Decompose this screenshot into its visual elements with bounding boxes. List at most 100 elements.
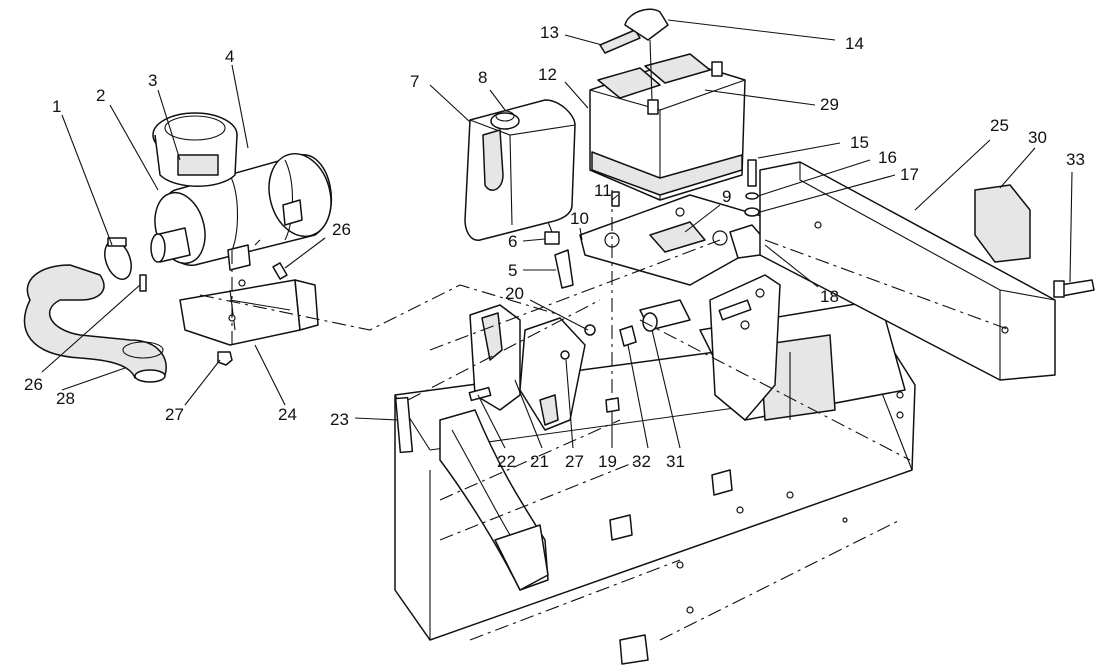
carriage-bolt-15: [747, 159, 757, 187]
frame-tab: [711, 469, 733, 496]
band-tab: [227, 244, 251, 271]
leader-14: [667, 19, 836, 41]
callout-10: 10: [570, 209, 589, 228]
tray-hole: [675, 207, 685, 217]
hose-clamp-6: [544, 231, 560, 245]
battery-tray-label: [649, 221, 706, 253]
callout-26a: 26: [332, 220, 351, 239]
hold-down: [611, 159, 766, 259]
callout-27a: 27: [165, 405, 184, 424]
callout-23: 23: [330, 410, 349, 429]
frame-hole: [842, 517, 848, 523]
mounting-band-2: [284, 159, 294, 241]
hose-body: [23, 264, 167, 379]
intake-hose: [23, 264, 167, 383]
assembly-lines: [199, 239, 1011, 641]
callout-3: 3: [148, 71, 157, 90]
plate-27: [519, 317, 586, 431]
hose-clamp-band: [122, 341, 164, 359]
nut-27b: [560, 350, 570, 360]
callout-6: 6: [508, 232, 517, 251]
leader-26a: [254, 239, 261, 246]
callout-4: 4: [225, 47, 234, 66]
callout-13: 13: [540, 23, 559, 42]
plate-21-slot: [481, 312, 503, 361]
front-weight: [759, 161, 1095, 381]
frame-hole: [786, 491, 794, 499]
fuel-tank: [464, 99, 576, 241]
rod-centerline: [407, 299, 601, 401]
frame-foot: [619, 634, 649, 665]
callout-18: 18: [820, 287, 839, 306]
air-cleaner-outlet-opening: [150, 233, 166, 263]
decal-30: [974, 184, 1031, 263]
tray-hole: [712, 230, 728, 246]
leader-17: [759, 174, 896, 213]
callout-21: 21: [530, 452, 549, 471]
fuel-tank-edge-2: [509, 134, 513, 226]
leader-32: [627, 344, 649, 449]
precleaner-label: [177, 154, 219, 176]
callout-32: 32: [632, 452, 651, 471]
leader-6: [522, 238, 546, 242]
leader-10: [579, 227, 583, 241]
callout-17: 17: [900, 165, 919, 184]
leader-24: [254, 344, 286, 406]
assembly-line-3: [764, 239, 1011, 331]
leader-31: [651, 329, 681, 449]
rod-23: [394, 299, 601, 454]
curved-arm-foot: [494, 524, 549, 591]
leader-30: [999, 147, 1036, 189]
leader-27b: [565, 359, 574, 449]
capscrew-26b: [139, 274, 147, 292]
hose-end: [134, 369, 166, 383]
hose-clamp: [104, 237, 132, 280]
callout-24: 24: [278, 405, 297, 424]
leader-25: [914, 139, 991, 211]
fuel-line: [544, 221, 574, 289]
leader-11: [611, 194, 619, 201]
mount-bracket-line-2: [229, 299, 291, 311]
leader-12: [564, 81, 589, 109]
fuel-line-connector: [547, 221, 553, 233]
leader-33: [1069, 171, 1073, 283]
rod-end: [394, 396, 414, 454]
assembly-line-8: [429, 239, 721, 351]
plate-27-cutout: [539, 394, 559, 426]
leader-27a: [184, 359, 221, 406]
callout-27b: 27: [565, 452, 584, 471]
flat-washer-17: [744, 207, 760, 217]
callout-labels: 1 2 3 4 5 6 7 8 9 10 11 12 13 14 15 16 1…: [24, 23, 1085, 471]
precleaner-top-ring: [164, 115, 226, 141]
callout-20: 20: [505, 284, 524, 303]
callout-2: 2: [96, 86, 105, 105]
callout-31: 31: [666, 452, 685, 471]
fuel-hose: [554, 249, 574, 289]
cable-drop: [649, 39, 653, 101]
callout-15: 15: [850, 133, 869, 152]
callout-11: 11: [594, 181, 612, 200]
leader-18: [764, 244, 819, 288]
upright-hole: [740, 320, 750, 330]
hose-clamp-screw: [107, 237, 127, 247]
leader-9: [684, 204, 721, 233]
battery-terminal-neg: [647, 99, 659, 115]
cable-13: [599, 29, 641, 54]
weight-hole: [814, 221, 822, 229]
frame-hole: [896, 391, 904, 399]
leader-29: [704, 89, 816, 106]
battery-cables: [599, 8, 669, 101]
callout-16: 16: [878, 148, 897, 167]
capscrew-26: [272, 262, 288, 280]
leader-22: [477, 394, 506, 449]
bolt-33-head: [1053, 280, 1065, 298]
weight-top-edge: [799, 162, 1056, 301]
curved-arm: [439, 409, 549, 591]
assembly-line-6: [469, 559, 681, 641]
leader-23: [354, 417, 399, 421]
frame-hole: [676, 561, 684, 569]
battery: [589, 53, 746, 201]
callout-29: 29: [820, 95, 839, 114]
terminal-boot-14: [624, 8, 669, 41]
